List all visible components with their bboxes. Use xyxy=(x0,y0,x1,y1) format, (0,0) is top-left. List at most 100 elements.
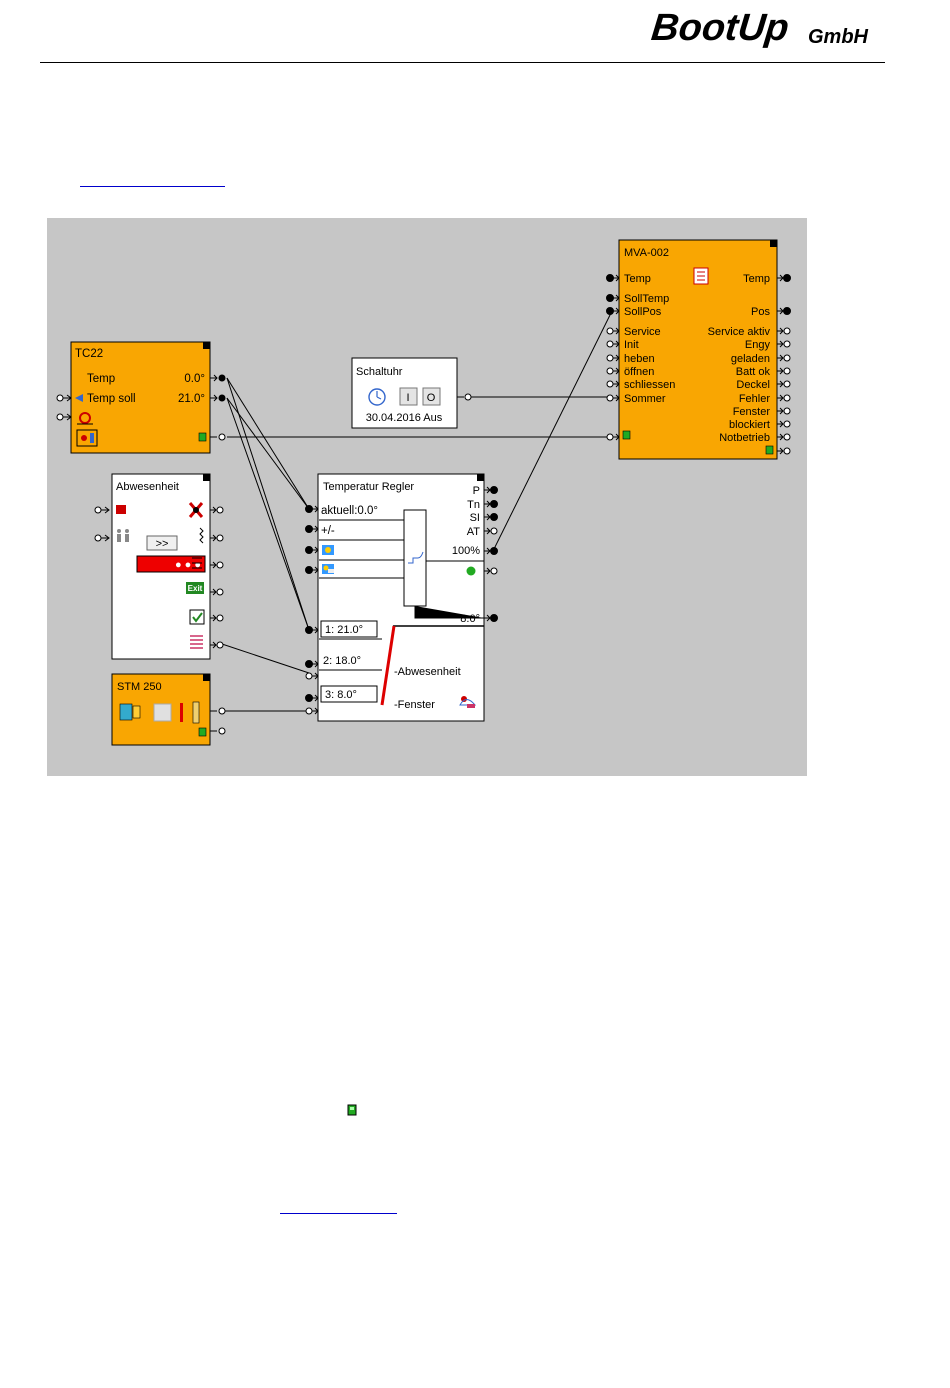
mva-output-pin[interactable] xyxy=(783,394,791,402)
regler-input-pin[interactable] xyxy=(305,672,313,680)
mva-output-pin[interactable] xyxy=(783,447,791,455)
mva-input-pin[interactable] xyxy=(606,307,614,315)
mva-output-pin[interactable] xyxy=(783,380,791,388)
tc22-block[interactable]: TC22 Temp 0.0° Temp soll 21.0° xyxy=(70,341,211,454)
mva-input-pin[interactable] xyxy=(606,433,614,441)
regler-output-pin[interactable] xyxy=(490,547,498,555)
mva-block[interactable]: MVA-002 TempSollTempSollPosServiceInithe… xyxy=(618,239,778,460)
mva-output-pin[interactable] xyxy=(783,367,791,375)
arrow-icon xyxy=(75,394,83,402)
setpoint-note-fenster: -Fenster xyxy=(394,699,435,711)
header-rule xyxy=(40,62,885,63)
regler-out-temp: 8.0° xyxy=(460,613,480,625)
mva-input-pin[interactable] xyxy=(606,294,614,302)
schaltuhr-on-button[interactable] xyxy=(399,387,418,406)
fenster-window-icon xyxy=(459,696,477,708)
regler-input-pin[interactable] xyxy=(305,660,313,668)
mva-output-pin[interactable] xyxy=(783,433,791,441)
schaltuhr-block[interactable]: Schaltuhr I O 30.04.2016 Aus xyxy=(351,357,458,429)
stm-title: STM 250 xyxy=(117,681,162,693)
regler-input-pin[interactable] xyxy=(305,566,313,574)
setpoint-1-field[interactable] xyxy=(320,620,378,638)
schaltuhr-off-button[interactable] xyxy=(422,387,441,406)
mva-output-label: Deckel xyxy=(736,379,770,391)
regler-input-pin[interactable] xyxy=(305,707,313,715)
top-link[interactable] xyxy=(80,186,225,187)
controller-curve-icon xyxy=(408,551,424,564)
mva-output-pin[interactable] xyxy=(783,327,791,335)
setpoint-1: 1: 21.0° xyxy=(325,624,363,636)
mva-pins[interactable] xyxy=(606,274,791,455)
regler-input-pin[interactable] xyxy=(305,505,313,513)
regler-input-pin[interactable] xyxy=(305,694,313,702)
schaltuhr-on-label: I xyxy=(406,392,409,404)
regler-output-pin[interactable] xyxy=(490,486,498,494)
signal-icon xyxy=(199,527,204,544)
mva-input-pin[interactable] xyxy=(606,394,614,402)
mva-output-pin[interactable] xyxy=(783,340,791,348)
sun-icon xyxy=(322,545,334,555)
regler-input-pin[interactable] xyxy=(305,525,313,533)
mva-output-pin[interactable] xyxy=(783,307,791,315)
mva-output-label: Notbetrieb xyxy=(719,432,770,444)
mva-input-pin[interactable] xyxy=(606,380,614,388)
abwesenheit-output-pin[interactable] xyxy=(216,506,224,514)
regler-output-pin[interactable] xyxy=(490,614,498,622)
mva-input-label: Temp xyxy=(624,273,651,285)
exit-label: Exit xyxy=(188,584,203,593)
heating-icon xyxy=(77,412,93,425)
regler-output-pin[interactable] xyxy=(490,500,498,508)
wire-tc22-temp-to-setpoint xyxy=(226,377,310,631)
regler-pins[interactable] xyxy=(305,486,498,715)
regler-block[interactable]: Temperatur Regler aktuell:0.0° +/- PTnSI… xyxy=(317,473,485,722)
door-icon xyxy=(119,703,141,721)
regler-output-pin[interactable] xyxy=(490,513,498,521)
alarm-icon xyxy=(116,505,126,514)
tc22-title: TC22 xyxy=(75,348,103,360)
cloud-sun-icon xyxy=(322,564,334,574)
tc22-pins[interactable] xyxy=(56,374,226,441)
regler-output-pin[interactable] xyxy=(490,567,498,575)
abwesenheit-pins[interactable] xyxy=(94,506,224,649)
mva-input-label: heben xyxy=(624,353,655,365)
mva-input-label: SollTemp xyxy=(624,293,669,305)
regler-input-pin[interactable] xyxy=(305,546,313,554)
mva-input-pin[interactable] xyxy=(606,367,614,375)
mva-output-pin[interactable] xyxy=(783,354,791,362)
mva-output-pin[interactable] xyxy=(783,420,791,428)
abwesenheit-red-bar[interactable] xyxy=(136,555,206,573)
mva-input-pin[interactable] xyxy=(606,340,614,348)
valve-icon xyxy=(693,267,709,285)
abwesenheit-output-pin[interactable] xyxy=(216,588,224,596)
abwesenheit-output-pin[interactable] xyxy=(216,534,224,542)
stm-pins[interactable] xyxy=(210,707,226,735)
fenster-red-line xyxy=(380,625,396,706)
wire-tc22-temp-to-regler xyxy=(226,377,310,510)
regler-out-percent: 100% xyxy=(452,545,480,557)
burglar-icon xyxy=(188,502,204,518)
mva-input-pin[interactable] xyxy=(606,354,614,362)
list-icon xyxy=(190,635,203,649)
thermostat-icon[interactable] xyxy=(76,429,98,447)
bottom-link[interactable] xyxy=(280,1213,397,1214)
mva-output-pin[interactable] xyxy=(783,274,791,282)
abwesenheit-output-pin[interactable] xyxy=(216,641,224,649)
abwesenheit-output-pin[interactable] xyxy=(216,561,224,569)
mva-input-pin[interactable] xyxy=(606,327,614,335)
abwesenheit-dots: ● ● ● xyxy=(175,559,201,571)
abwesenheit-forward-button[interactable] xyxy=(146,535,178,551)
mva-input-label: SollPos xyxy=(624,306,662,318)
mva-input-label: Init xyxy=(624,339,639,351)
schaltuhr-off-label: O xyxy=(427,392,436,404)
diagram-canvas: TC22 Temp 0.0° Temp soll 21.0° Schaltuhr xyxy=(47,218,807,776)
abwesenheit-block[interactable]: Abwesenheit >> ● ● ● Exit xyxy=(111,473,211,660)
stm-block[interactable]: STM 250 xyxy=(111,673,211,746)
mva-title: MVA-002 xyxy=(624,247,669,259)
abwesenheit-output-pin[interactable] xyxy=(216,614,224,622)
mva-output-pin[interactable] xyxy=(783,407,791,415)
regler-input-pin[interactable] xyxy=(305,626,313,634)
setpoint-3-field[interactable] xyxy=(320,685,378,703)
schaltuhr-pins[interactable] xyxy=(457,393,472,401)
regler-output-pin[interactable] xyxy=(490,527,498,535)
mva-input-pin[interactable] xyxy=(606,274,614,282)
